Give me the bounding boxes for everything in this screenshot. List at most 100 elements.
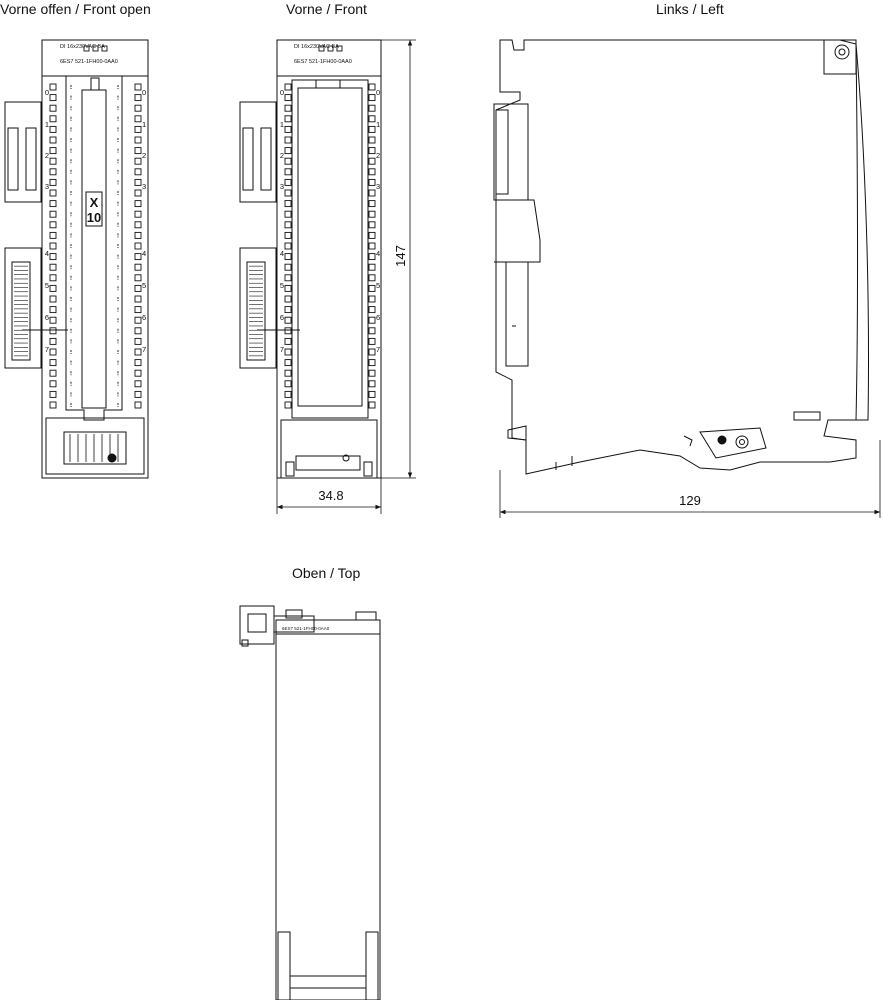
terminal-slot [284,242,292,250]
terminal-slot [368,147,376,155]
front-view [239,39,382,479]
terminal-slot [368,231,376,239]
pin-label-right: 4 [142,249,146,258]
terminal-slot [284,380,292,388]
dimension-height-value: 147 [393,245,408,267]
terminal-slot [134,295,142,303]
terminal-slot [134,83,142,91]
pin-label-right: 6 [376,313,380,322]
terminal-slot [284,348,292,356]
front-open-order-number: 6ES7 521-1FH00-0AA0 [60,59,118,65]
pin-label-right: 2 [142,151,146,160]
terminal-slot [368,380,376,388]
terminal-slot [368,327,376,335]
terminal-slot [368,178,376,186]
pin-label-left: 6 [280,313,284,322]
front-type-label: DI 16x230VAC BA [294,44,339,50]
terminal-slot [49,200,57,208]
pin-label-right: 7 [142,345,146,354]
terminal-slot [134,125,142,133]
terminal-slot [134,263,142,271]
status-led [83,45,90,52]
terminal-slot [368,210,376,218]
terminal-slot [49,125,57,133]
terminal-slot [134,94,142,102]
terminal-slot [284,337,292,345]
terminal-slot [284,231,292,239]
terminal-slot [368,295,376,303]
connector-label-x: X [90,195,99,210]
terminal-slot [368,401,376,409]
pin-label-right: 5 [142,281,146,290]
terminal-slot [49,316,57,324]
status-led [327,45,334,52]
terminal-slot [134,178,142,186]
pin-label-left: 6 [45,313,49,322]
terminal-slot [49,210,57,218]
pin-label-left: 2 [45,151,49,160]
mounting-bracket-upper [4,101,42,203]
terminal-slot [49,253,57,261]
terminal-slot [49,337,57,345]
front-view-title: Vorne / Front [286,1,367,17]
terminal-slot [284,253,292,261]
terminal-slot [134,253,142,261]
terminal-slot [368,253,376,261]
status-led [101,45,108,52]
terminal-slot [49,168,57,176]
status-led [92,45,99,52]
pin-label-left: 5 [280,281,284,290]
terminal-slot [284,390,292,398]
terminal-slot [134,200,142,208]
front-open-type-label: DI 16x230VAC BA [60,44,105,50]
terminal-slot [368,316,376,324]
terminal-slot [284,147,292,155]
pin-label-left: 0 [45,88,49,97]
terminal-slot [284,104,292,112]
front-door [291,79,369,419]
terminal-slot [284,94,292,102]
pin-label-left: 1 [280,120,284,129]
terminal-slot [284,274,292,282]
dimension-depth [499,440,881,518]
terminal-slot [284,401,292,409]
terminal-slot [49,189,57,197]
module-housing-front [276,39,382,479]
pin-label-left: 3 [45,182,49,191]
terminal-slot [368,284,376,292]
terminal-slot [134,306,142,314]
terminal-slot [284,221,292,229]
terminal-slot [368,359,376,367]
terminal-slot [134,221,142,229]
terminal-slot [134,189,142,197]
module-housing-open [41,39,149,479]
pin-label-right: 6 [142,313,146,322]
terminal-slot [134,136,142,144]
terminal-slot [368,115,376,123]
terminal-slot [284,210,292,218]
terminal-slot [284,136,292,144]
terminal-slot [368,306,376,314]
pin-label-right: 1 [376,120,380,129]
terminal-slot [49,104,57,112]
terminal-slot [368,168,376,176]
pin-label-right: 1 [142,120,146,129]
terminal-slot [49,221,57,229]
terminal-slot [49,306,57,314]
connector-label-10: 10 [87,210,101,225]
terminal-slot [284,157,292,165]
pin-label-right: 2 [376,151,380,160]
pin-label-left: 0 [280,88,284,97]
terminal-slot [368,337,376,345]
terminal-slot [134,369,142,377]
terminal-slot [284,263,292,271]
terminal-slot [134,115,142,123]
terminal-slot [284,369,292,377]
pin-label-left: 7 [45,345,49,354]
terminal-slot [134,157,142,165]
pin-label-left: 3 [280,182,284,191]
pin-label-left: 2 [280,151,284,160]
terminal-slot [368,83,376,91]
